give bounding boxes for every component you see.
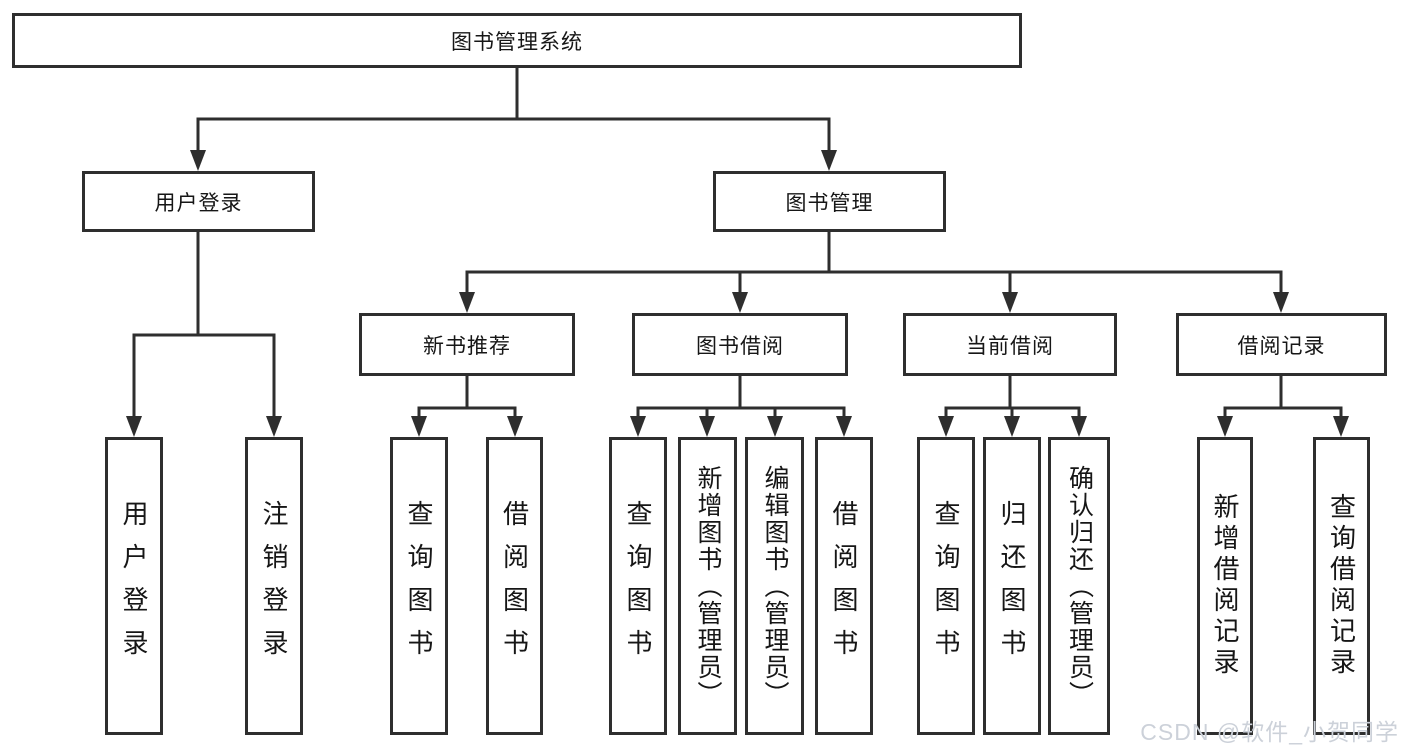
leaf-borrow-books-label: 借阅图书 [829, 500, 859, 672]
connector-borrow-record-branch [1223, 374, 1343, 422]
leaf-query-books-recommend-label: 查询图书 [404, 500, 434, 672]
leaf-logout-login-label: 注销登录 [259, 500, 289, 672]
leaf-add-books-admin-label: 新增图书（管理员） [694, 464, 722, 708]
leaf-query-books-current: 查询图书 [917, 437, 975, 735]
leaf-user-login: 用户登录 [105, 437, 163, 735]
connector-root-to-level2 [196, 66, 831, 156]
node-current-borrow: 当前借阅 [903, 313, 1117, 376]
node-book-borrow: 图书借阅 [632, 313, 848, 376]
node-user-login-label: 用户登录 [154, 191, 243, 215]
node-borrow-records-label: 借阅记录 [1237, 334, 1326, 358]
node-book-borrow-label: 图书借阅 [696, 334, 784, 358]
connector-book-borrow-branch [636, 374, 846, 422]
node-book-management-label: 图书管理 [785, 191, 874, 215]
leaf-query-books-borrow: 查询图书 [609, 437, 667, 735]
leaf-query-borrow-record: 查询借阅记录 [1313, 437, 1370, 735]
csdn-watermark: CSDN @软件_小贺同学 [1140, 719, 1399, 745]
leaf-query-borrow-record-label: 查询借阅记录 [1326, 493, 1357, 679]
connector-current-borrow-branch [944, 374, 1081, 422]
leaf-edit-books-admin: 编辑图书（管理员） [745, 437, 804, 735]
node-root-label: 图书管理系统 [451, 30, 583, 54]
connector-user-login-branch [132, 230, 276, 422]
connector-new-book-branch [417, 374, 517, 422]
leaf-return-books-label: 归还图书 [997, 500, 1027, 672]
leaf-add-borrow-record-label: 新增借阅记录 [1210, 493, 1240, 679]
leaf-confirm-return-admin-label: 确认归还（管理员） [1065, 464, 1094, 708]
leaf-add-borrow-record: 新增借阅记录 [1197, 437, 1253, 735]
leaf-borrow-books-recommend: 借阅图书 [486, 437, 543, 735]
leaf-add-books-admin: 新增图书（管理员） [678, 437, 737, 735]
node-borrow-records: 借阅记录 [1176, 313, 1387, 376]
node-new-book-recommend: 新书推荐 [359, 313, 575, 376]
leaf-borrow-books: 借阅图书 [815, 437, 873, 735]
leaf-confirm-return-admin: 确认归还（管理员） [1048, 437, 1110, 735]
leaf-user-login-label: 用户登录 [119, 500, 149, 672]
leaf-edit-books-admin-label: 编辑图书（管理员） [761, 464, 789, 708]
node-current-borrow-label: 当前借阅 [966, 334, 1054, 358]
node-book-management: 图书管理 [713, 171, 946, 232]
node-user-login: 用户登录 [82, 171, 315, 232]
node-new-book-recommend-label: 新书推荐 [423, 334, 511, 358]
connector-book-management-branch [465, 230, 1283, 298]
arrowheads [126, 150, 1349, 437]
leaf-query-books-recommend: 查询图书 [390, 437, 448, 735]
node-root-system: 图书管理系统 [12, 13, 1022, 68]
leaf-logout-login: 注销登录 [245, 437, 303, 735]
leaf-query-books-current-label: 查询图书 [931, 500, 961, 672]
leaf-borrow-books-recommend-label: 借阅图书 [499, 500, 530, 672]
leaf-query-books-borrow-label: 查询图书 [623, 500, 653, 672]
leaf-return-books: 归还图书 [983, 437, 1041, 735]
